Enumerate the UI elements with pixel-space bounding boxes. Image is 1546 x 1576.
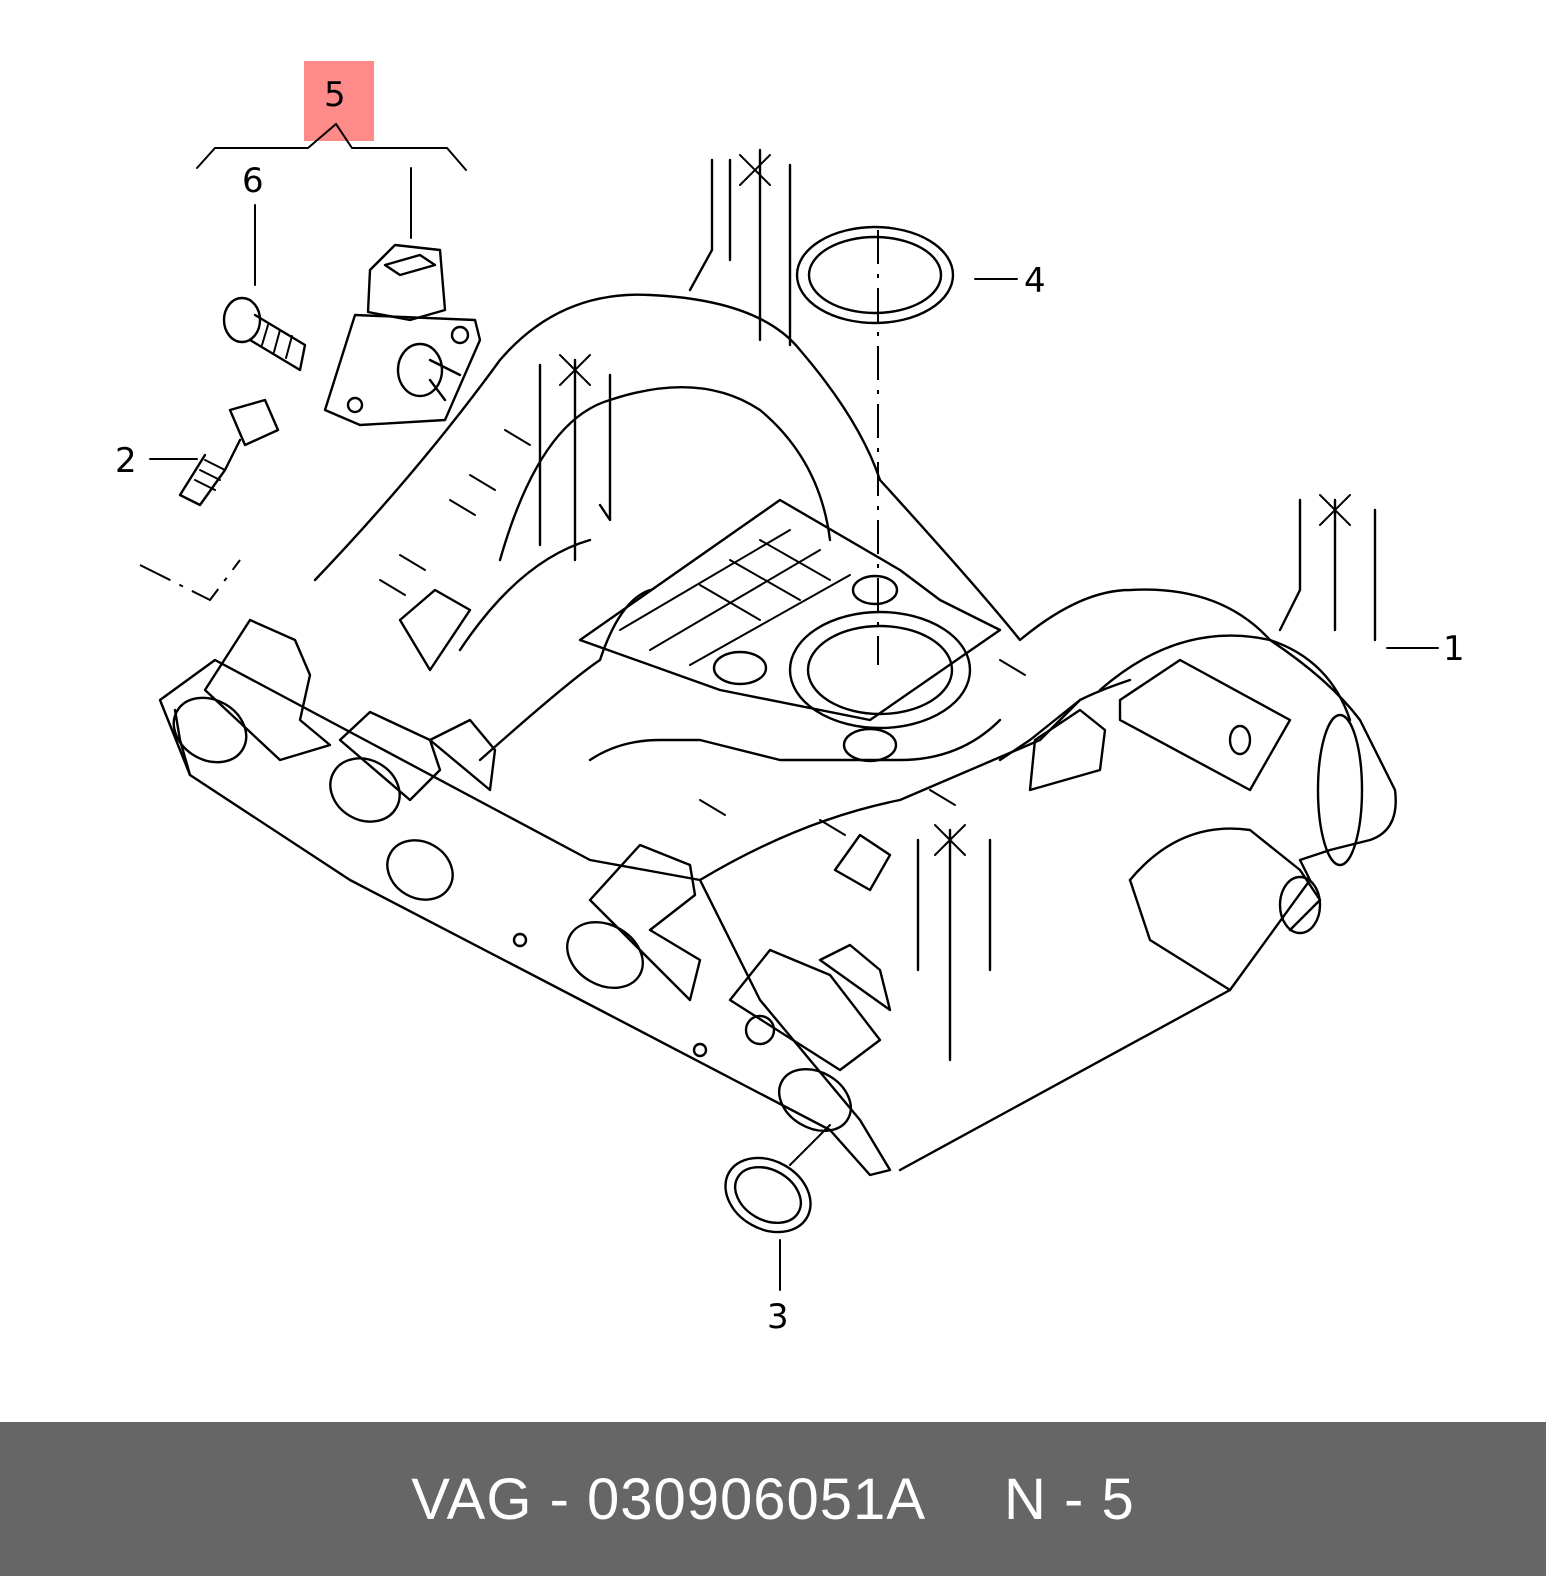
callout-1: 1 <box>1443 629 1465 669</box>
seal-3 <box>724 1156 812 1234</box>
callout-5: 5 <box>324 75 346 115</box>
pressure-sensor <box>323 243 482 427</box>
callout-3: 3 <box>767 1297 789 1337</box>
reference-label: N - 5 <box>1004 1466 1135 1532</box>
leader-lines <box>149 122 1439 1291</box>
bolt-2 <box>178 398 280 507</box>
callout-2: 2 <box>115 441 137 481</box>
part-number-bar: VAG - 030906051A N - 5 <box>0 1422 1546 1576</box>
part-number-label: VAG - 030906051A <box>411 1466 927 1532</box>
o-ring-4 <box>795 225 955 325</box>
intake-manifold <box>139 148 1397 1177</box>
screw-6 <box>222 296 307 372</box>
callout-6: 6 <box>242 161 264 201</box>
callout-4: 4 <box>1024 261 1046 301</box>
exploded-parts-diagram: 1 2 3 4 5 6 <box>115 75 1465 1337</box>
